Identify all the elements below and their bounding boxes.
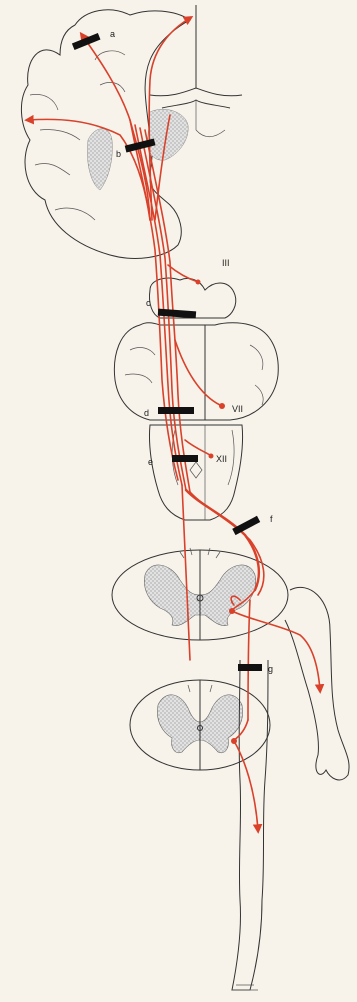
- label-f: f: [270, 514, 273, 524]
- label-b: b: [116, 149, 121, 159]
- brainstem: [114, 278, 278, 520]
- lesion-e: [172, 455, 198, 462]
- label-cranial-VII: VII: [232, 404, 243, 414]
- thalamus-region: [148, 109, 189, 160]
- lesion-a: [72, 33, 101, 50]
- label-a: a: [110, 29, 115, 39]
- label-cranial-XII: XII: [216, 454, 227, 464]
- label-d: d: [144, 408, 149, 418]
- lesion-d: [158, 407, 194, 414]
- lesion-g: [238, 664, 262, 671]
- label-e: e: [148, 457, 153, 467]
- lesion-f: [232, 516, 260, 535]
- label-c: c: [146, 298, 151, 308]
- spinal-cord-lumbar: [130, 680, 270, 770]
- body-outline: [232, 587, 349, 990]
- label-g: g: [268, 664, 273, 674]
- internal-capsule-region: [87, 129, 112, 190]
- label-cranial-III: III: [222, 258, 230, 268]
